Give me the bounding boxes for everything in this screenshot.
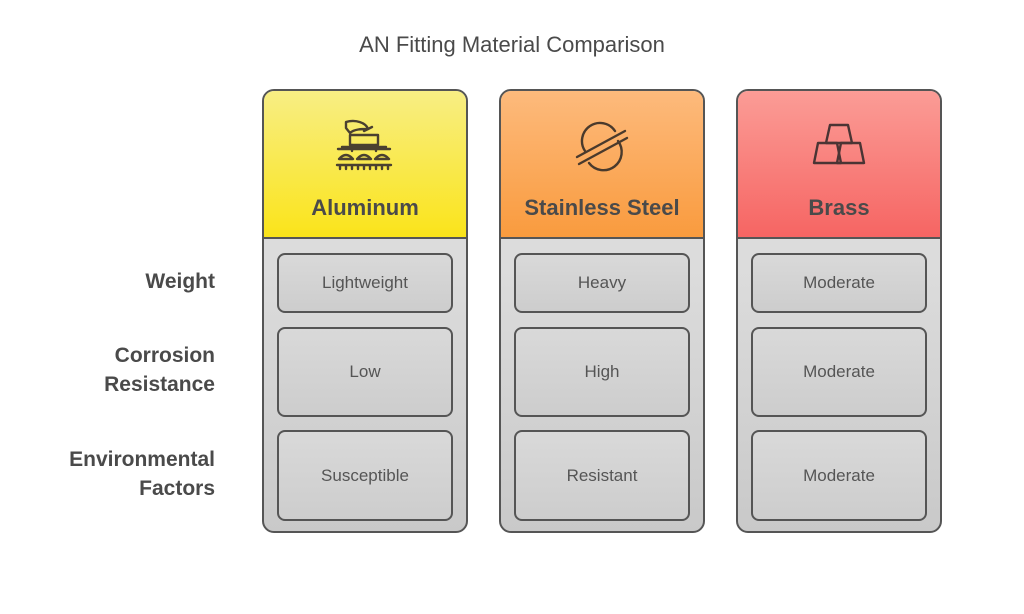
material-name: Stainless Steel: [524, 195, 680, 220]
row-label-line: Environmental: [69, 448, 215, 471]
column-stainless-steel: Stainless Steel Heavy High Resistant: [499, 89, 705, 533]
brass-ingots-icon: [812, 123, 866, 165]
cell-environmental: Resistant: [514, 430, 690, 521]
row-label-line: Factors: [139, 477, 215, 500]
cell-weight: Moderate: [751, 253, 927, 313]
aluminum-machine-icon: [335, 119, 393, 171]
cell-environmental: Moderate: [751, 430, 927, 521]
page-title: AN Fitting Material Comparison: [359, 32, 665, 57]
material-name: Aluminum: [311, 195, 419, 220]
cell-weight: Lightweight: [277, 253, 453, 313]
column-header: Aluminum: [264, 91, 466, 239]
column-header: Brass: [738, 91, 940, 239]
cell-corrosion: Low: [277, 327, 453, 417]
steel-orbit-icon: [575, 121, 629, 172]
row-label-line: Corrosion: [114, 344, 215, 367]
row-label-environmental: Environmental Factors: [69, 445, 215, 503]
row-label-weight: Weight: [145, 267, 215, 296]
row-label-line: Weight: [145, 270, 215, 293]
column-header: Stainless Steel: [501, 91, 703, 239]
cell-corrosion: Moderate: [751, 327, 927, 417]
cell-corrosion: High: [514, 327, 690, 417]
column-brass: Brass Moderate Moderate Moderate: [736, 89, 942, 533]
row-label-corrosion: Corrosion Resistance: [104, 341, 215, 399]
cell-weight: Heavy: [514, 253, 690, 313]
cell-environmental: Susceptible: [277, 430, 453, 521]
material-name: Brass: [808, 195, 870, 220]
column-aluminum: Aluminum Lightweight Low Susceptible: [262, 89, 468, 533]
row-label-line: Resistance: [104, 373, 215, 396]
